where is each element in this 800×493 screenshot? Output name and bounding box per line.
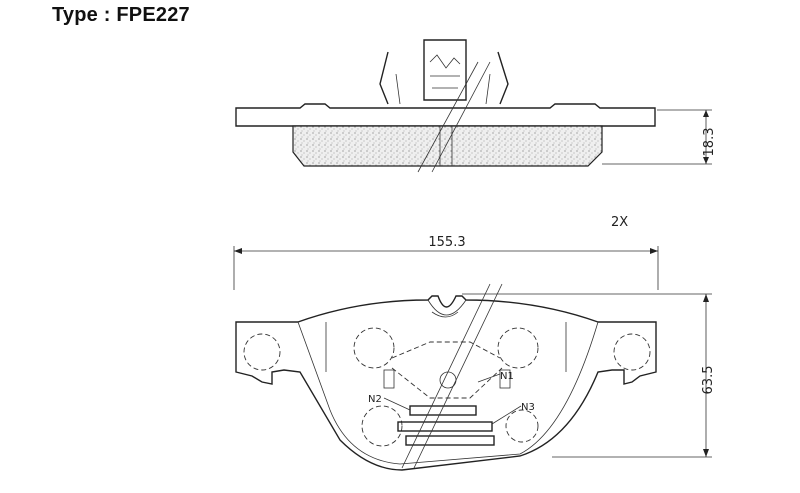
label-n2: N2 [368,394,382,405]
backing-plate [235,103,656,127]
thickness-dimension: 18.3 [702,128,717,157]
height-dimension: 63.5 [701,366,716,395]
quantity-note: 2X [611,215,628,230]
width-dimension: 155.3 [428,235,465,250]
side-view: 18.3 [235,39,717,173]
page-title: Type : FPE227 [52,4,190,26]
friction-material [292,125,603,167]
front-friction-outline [297,321,599,465]
front-backing-plate [235,295,657,471]
label-n1: N1 [500,371,514,382]
label-n3: N3 [521,402,535,413]
front-view: 155.3 63.5 N1 N2 N3 [233,235,716,471]
retaining-clip [423,39,467,101]
